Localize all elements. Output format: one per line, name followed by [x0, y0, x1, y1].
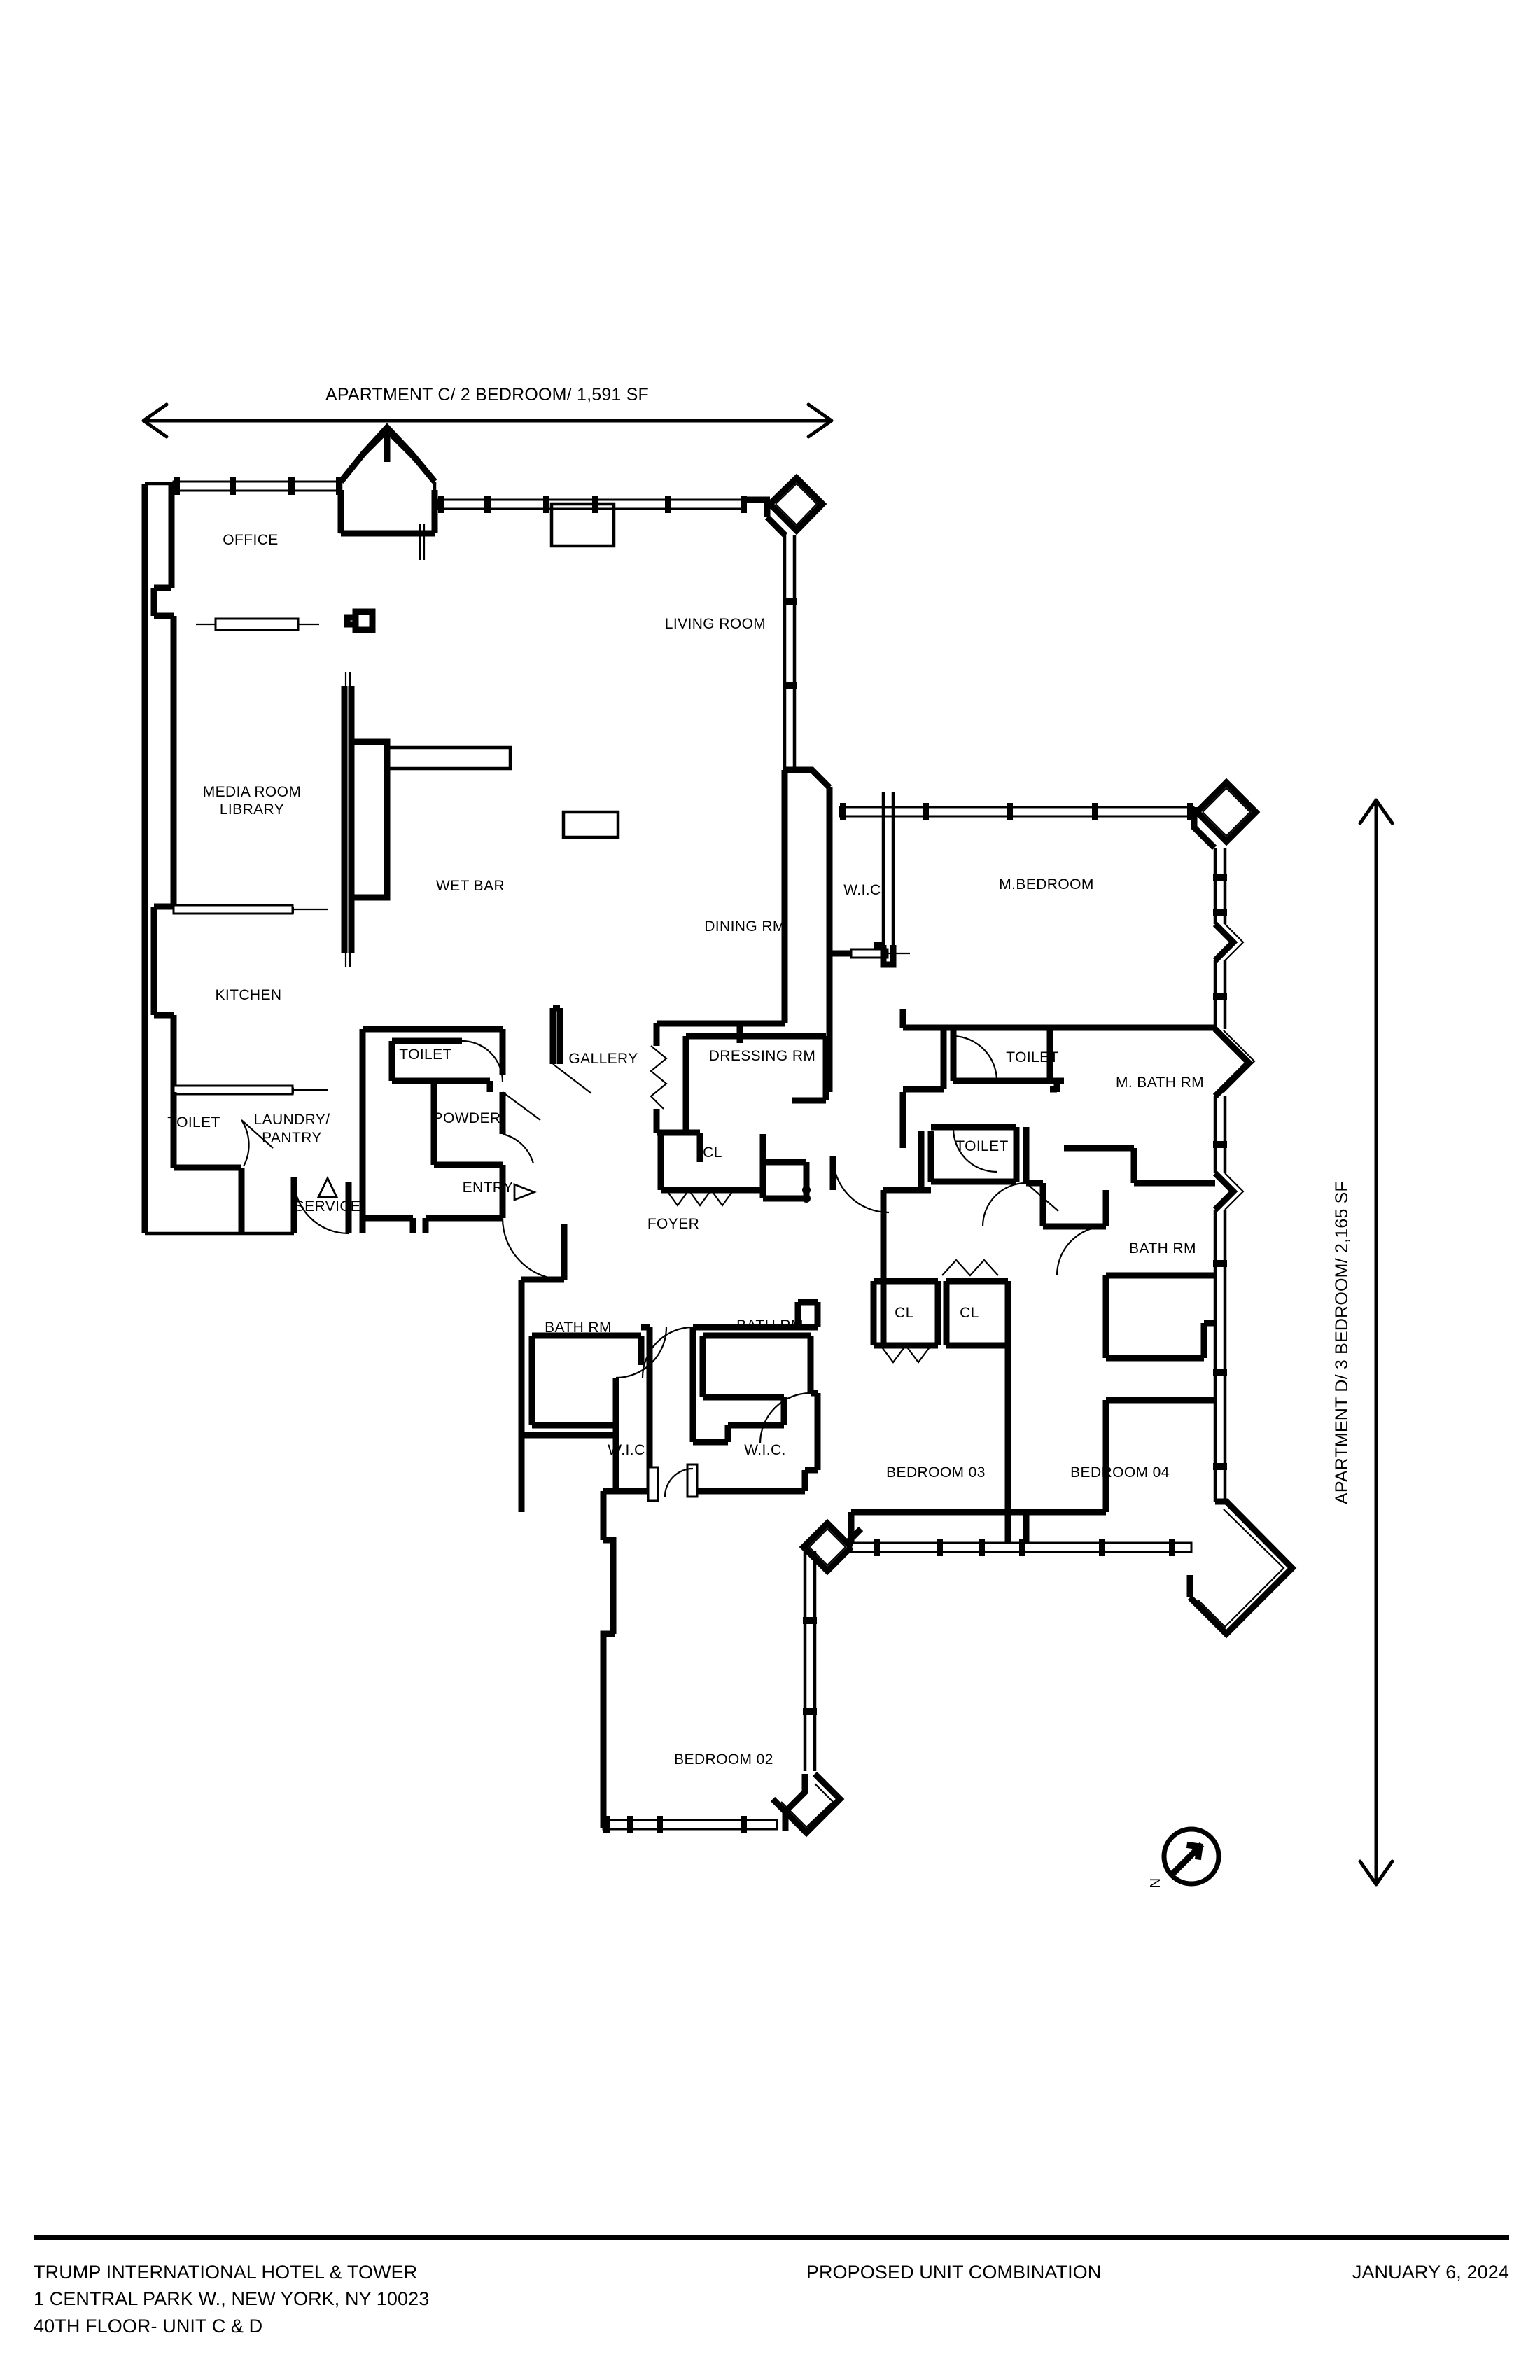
room-label-pantry: PANTRY: [262, 1130, 322, 1146]
north-arrow-icon: N: [1148, 1826, 1222, 1888]
interior-walls-lower-left: [518, 1276, 821, 1540]
interior-walls-bedroom-wing: [848, 1124, 1215, 1543]
room-label-dining-rm: DINING RM: [704, 918, 785, 934]
bay-window-mbed-northeast: [1191, 778, 1261, 850]
title-block-project: TRUMP INTERNATIONAL HOTEL & TOWER 1 CENT…: [34, 2262, 430, 2337]
entry-direction-icon: [513, 1182, 537, 1202]
room-label-bedroom-03: BEDROOM 03: [886, 1464, 986, 1480]
room-label-cl-gallery: CL: [703, 1144, 722, 1161]
room-labels: OFFICE LIVING ROOM MEDIA ROOM LIBRARY WE…: [167, 532, 1204, 1768]
powder-room-block: [359, 1026, 541, 1233]
north-arrow-label: N: [1148, 1878, 1163, 1888]
window-band-bedroom-34: [850, 1539, 1193, 1556]
room-label-wic-mid: W.I.C.: [744, 1442, 786, 1458]
dimension-vertical: APARTMENT D/ 3 BEDROOM/ 2,165 SF: [1332, 798, 1394, 1886]
interior-walls-apartment-c: [150, 484, 620, 1281]
room-label-bedroom-02: BEDROOM 02: [674, 1751, 774, 1768]
title-block-rule: [34, 2235, 1509, 2240]
room-label-wic-dining: W.I.C.: [844, 882, 886, 898]
room-label-service: SERVICE: [295, 1198, 361, 1214]
window-band-office: [172, 477, 342, 495]
title-block-drawing: PROPOSED UNIT COMBINATION: [806, 2262, 1102, 2283]
room-label-toilet-kitchen: TOILET: [167, 1114, 220, 1130]
room-label-library: LIBRARY: [220, 802, 284, 818]
room-label-dressing-rm: DRESSING RM: [709, 1048, 816, 1064]
floor-plan-svg: APARTMENT C/ 2 BEDROOM/ 1,591 SF APARTME…: [141, 385, 1394, 1888]
bay-window-southeast: [1186, 1498, 1297, 1639]
room-label-kitchen: KITCHEN: [216, 987, 282, 1003]
room-label-powder: POWDER: [433, 1110, 501, 1126]
window-band-bedroom-02: [602, 1816, 778, 1833]
office-counter: [196, 617, 319, 631]
dimension-horizontal: APARTMENT C/ 2 BEDROOM/ 1,591 SF: [141, 385, 834, 439]
bay-window-north: [338, 423, 438, 534]
room-label-laundry: LAUNDRY/: [253, 1112, 330, 1128]
interior-walls-center: [550, 770, 910, 1214]
exterior-walls: [141, 423, 1297, 1837]
east-wall-living-room: [783, 536, 797, 770]
dimension-vertical-label: APARTMENT D/ 3 BEDROOM/ 2,165 SF: [1332, 1181, 1352, 1504]
room-label-toilet-bed34: TOILET: [955, 1138, 1009, 1154]
room-label-wic-left: W.I.C.: [608, 1442, 650, 1458]
west-wall-bedroom-02: [803, 1551, 817, 1771]
floor-plan-canvas: APARTMENT C/ 2 BEDROOM/ 1,591 SF APARTME…: [141, 385, 1394, 1888]
window-band-m-bedroom: [785, 766, 1195, 820]
interior-walls-master-suite: [826, 1009, 1215, 1186]
room-label-m-bedroom: M.BEDROOM: [999, 876, 1093, 892]
service-direction-icon: [316, 1175, 339, 1198]
room-label-toilet-powder: TOILET: [399, 1046, 452, 1063]
room-label-foyer: FOYER: [648, 1216, 699, 1232]
room-label-media-room: MEDIA ROOM: [203, 784, 302, 800]
room-label-bath-rm-left: BATH RM: [545, 1320, 612, 1336]
room-label-cl-left: CL: [895, 1305, 914, 1321]
east-wall-apartment-d: [1212, 848, 1256, 1502]
room-label-bath-rm-right: BATH RM: [1129, 1240, 1196, 1256]
room-label-gallery: GALLERY: [568, 1051, 638, 1067]
room-label-entry: ENTRY: [463, 1180, 514, 1196]
room-label-m-bath-rm: M. BATH RM: [1116, 1074, 1204, 1091]
room-label-bath-rm-mid: BATH RM: [736, 1317, 804, 1334]
room-label-living-room: LIVING ROOM: [665, 616, 766, 632]
wet-bar-unit: [341, 672, 512, 967]
room-label-toilet-mbath: TOILET: [1006, 1049, 1059, 1065]
room-label-office: OFFICE: [223, 532, 278, 548]
title-block: TRUMP INTERNATIONAL HOTEL & TOWER 1 CENT…: [0, 2216, 1540, 2380]
bay-window-bedroom-02-southeast: [770, 1771, 845, 1837]
bay-window-northeast: [764, 473, 827, 538]
room-label-wet-bar: WET BAR: [436, 878, 505, 894]
room-label-bedroom-04: BEDROOM 04: [1070, 1464, 1170, 1480]
room-label-cl-right: CL: [960, 1305, 979, 1321]
title-block-date: JANUARY 6, 2024: [1352, 2262, 1509, 2283]
dimension-horizontal-label: APARTMENT C/ 2 BEDROOM/ 1,591 SF: [326, 385, 649, 405]
